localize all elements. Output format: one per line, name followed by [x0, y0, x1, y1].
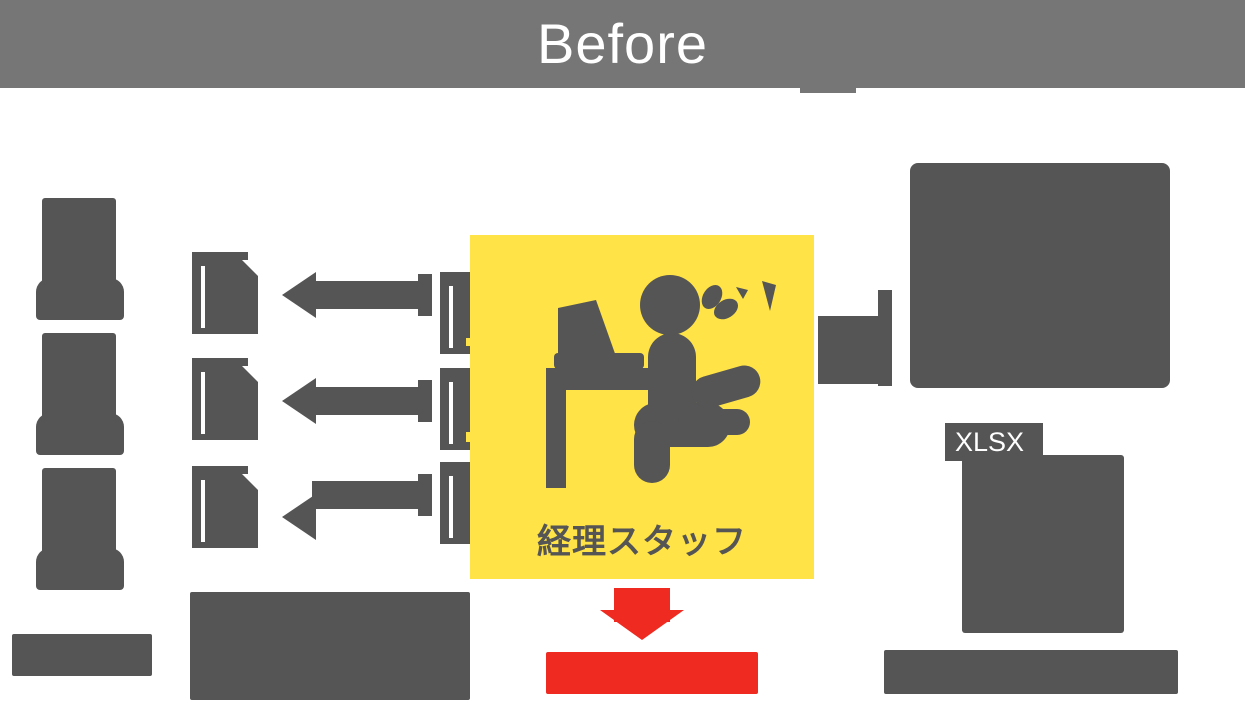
arrow-head-icon: [282, 272, 316, 318]
left-column-label: [12, 634, 152, 676]
person-body-icon: [36, 413, 124, 455]
arrow-tail: [418, 380, 432, 422]
document-spine: [201, 266, 205, 328]
document-spine: [449, 382, 453, 444]
stressed-office-worker-icon: [546, 275, 776, 488]
arrow-tail: [418, 474, 432, 516]
xlsx-label: XLSX: [955, 426, 1025, 457]
arrow-shaft: [312, 387, 432, 415]
arrow-head-icon: [282, 494, 316, 540]
header-bar: Before: [0, 0, 1245, 88]
header-notch: [800, 88, 856, 93]
arrow-shaft: [312, 481, 432, 509]
flow-arrow-1: [282, 272, 432, 318]
document-icon-target-1: [192, 252, 258, 334]
person-head-icon: [42, 333, 116, 419]
panel-caption: 経理スタッフ: [537, 523, 747, 561]
document-spine: [449, 476, 453, 538]
document-spine: [449, 286, 453, 348]
person-head-icon: [42, 468, 116, 554]
page-title: Before: [537, 12, 708, 75]
right-column-label: [884, 650, 1178, 694]
document-fold-corner: [242, 474, 258, 490]
document-icon-target-2: [192, 358, 258, 440]
document-fold-corner: [242, 366, 258, 382]
monitor-edge-icon: [878, 290, 892, 386]
arrow-tail: [418, 274, 432, 316]
person-body-icon: [36, 548, 124, 590]
document-spine: [201, 480, 205, 542]
flow-arrow-3: [282, 472, 432, 540]
document-fold-corner: [242, 260, 258, 276]
flow-arrow-2: [282, 378, 432, 424]
xlsx-file-body: [962, 455, 1124, 633]
person-head-icon: [42, 198, 116, 284]
arrow-head-icon: [600, 610, 684, 640]
arrow-shaft: [312, 281, 432, 309]
accounting-staff-panel: 経理スタッフ: [470, 235, 814, 579]
keyboard-block-icon: [818, 316, 884, 384]
person-body-icon: [36, 278, 124, 320]
person-silhouette-2: [36, 333, 124, 455]
documents-group-label: [190, 592, 470, 700]
person-silhouette-1: [36, 198, 124, 320]
xlsx-file-badge: XLSX: [945, 423, 1043, 461]
right-top-block: [910, 163, 1170, 388]
arrow-head-icon: [282, 378, 316, 424]
red-down-arrow-icon: [600, 588, 684, 642]
document-icon-target-3: [192, 466, 258, 548]
bottom-center-label: [546, 652, 758, 694]
document-spine: [201, 372, 205, 434]
person-silhouette-3: [36, 468, 124, 590]
